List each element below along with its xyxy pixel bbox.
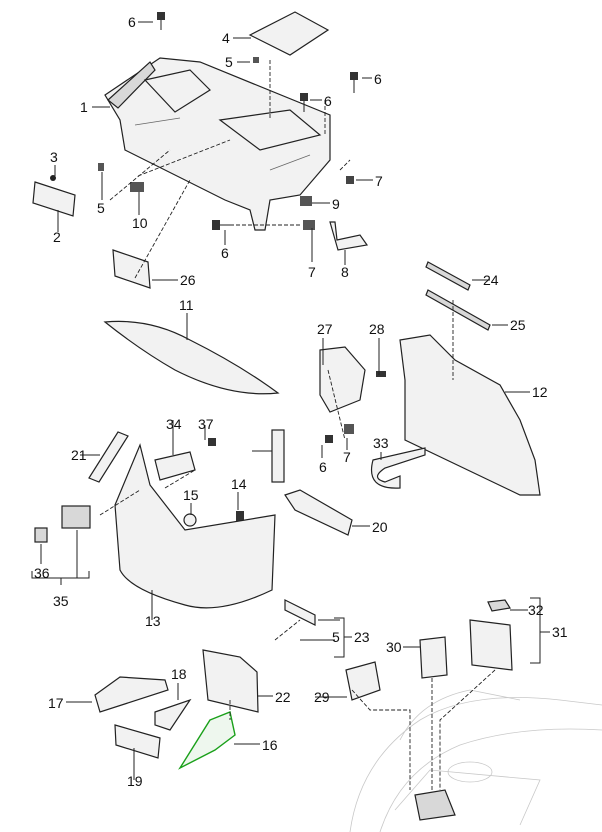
leader-lines <box>31 21 550 790</box>
part-11-parcel-shelf[interactable] <box>103 320 280 395</box>
callout-15: 15 <box>183 487 199 503</box>
part-19-block[interactable] <box>114 724 161 759</box>
callout-10: 10 <box>132 215 148 231</box>
installed-modules <box>414 789 456 821</box>
part-30-module[interactable] <box>419 636 448 679</box>
callout-28: 28 <box>369 321 385 337</box>
callout-3: 3 <box>50 149 58 165</box>
callout-9: 9 <box>332 196 340 212</box>
callout-21: 21 <box>71 447 87 463</box>
part-17-cover[interactable] <box>94 676 169 713</box>
callout-31: 31 <box>552 624 568 640</box>
callout-13: 13 <box>145 613 161 629</box>
callout-1: 1 <box>80 99 88 115</box>
callout-32: 32 <box>528 602 544 618</box>
callout-6-bottom: 6 <box>319 459 327 475</box>
callout-7-mid: 7 <box>308 264 316 280</box>
callout-6-top: 6 <box>128 14 136 30</box>
part-24-rail[interactable] <box>425 261 471 291</box>
part-22-cover[interactable] <box>202 649 259 713</box>
part-33-strap[interactable] <box>371 447 426 489</box>
part-21-strip[interactable] <box>88 431 129 483</box>
callout-7-top: 7 <box>375 173 383 189</box>
callout-16: 16 <box>262 737 278 753</box>
part-15-plug[interactable] <box>183 513 197 527</box>
callout-27: 27 <box>317 321 333 337</box>
callout-19: 19 <box>127 773 143 789</box>
part-34-handle[interactable] <box>154 451 196 481</box>
part-2-bezel[interactable] <box>32 181 76 217</box>
callout-6-right: 6 <box>374 71 382 87</box>
callout-12: 12 <box>532 384 548 400</box>
part-31-module[interactable] <box>469 619 513 671</box>
callout-36: 36 <box>34 565 50 581</box>
callout-14: 14 <box>231 476 247 492</box>
car-outline <box>349 689 602 832</box>
part-26-handle[interactable] <box>112 249 151 289</box>
callout-24: 24 <box>483 272 499 288</box>
callout-18: 18 <box>171 666 187 682</box>
callout-8: 8 <box>341 264 349 280</box>
part-8-bracket[interactable] <box>329 221 369 251</box>
callout-5-bottom: 5 <box>332 629 340 645</box>
callout-30: 30 <box>386 639 402 655</box>
part-16-highlighted[interactable] <box>178 711 236 770</box>
part-23-bracket[interactable] <box>284 599 316 626</box>
part-25-rail[interactable] <box>425 289 491 331</box>
part-12-side-trim[interactable] <box>399 334 541 496</box>
part-3-clip[interactable] <box>50 175 56 181</box>
callout-6-mid: 6 <box>324 93 332 109</box>
callout-37: 37 <box>198 416 214 432</box>
part-20-bracket[interactable] <box>284 489 353 536</box>
callout-23: 23 <box>354 629 370 645</box>
callout-4: 4 <box>222 30 230 46</box>
callout-33: 33 <box>373 435 389 451</box>
part-1-rear-trim-panel[interactable] <box>104 57 331 231</box>
part-27-bracket[interactable] <box>319 346 366 413</box>
part-32-cover[interactable] <box>487 599 511 612</box>
callout-17: 17 <box>48 695 64 711</box>
callout-26: 26 <box>180 272 196 288</box>
callout-11: 11 <box>179 297 194 313</box>
part-13-trunk-liner[interactable] <box>114 443 276 609</box>
callout-2: 2 <box>53 229 61 245</box>
callout-5-left: 5 <box>97 200 105 216</box>
callout-34: 34 <box>166 416 182 432</box>
fasteners <box>34 12 386 543</box>
callout-6-lower: 6 <box>221 245 229 261</box>
part-29-box[interactable] <box>345 661 381 701</box>
callout-22: 22 <box>275 689 291 705</box>
part-18-block[interactable] <box>154 698 192 731</box>
callout-35: 35 <box>53 593 69 609</box>
part-4-cover[interactable] <box>248 11 330 56</box>
callout-29: 29 <box>314 689 330 705</box>
callout-7-bottom: 7 <box>343 449 351 465</box>
part-38-pad[interactable] <box>271 429 285 483</box>
callout-5-top: 5 <box>225 54 233 70</box>
callout-25: 25 <box>510 317 526 333</box>
callout-20: 20 <box>372 519 388 535</box>
